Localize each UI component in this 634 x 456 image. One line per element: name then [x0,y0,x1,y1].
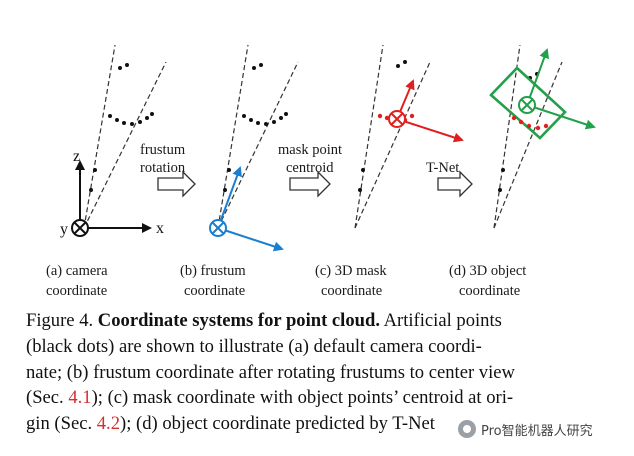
y-axis-icon [71,219,89,237]
transition-2: mask point centroid [278,142,342,198]
figure-number: Figure 4. [26,310,94,331]
panel-d-diagram [489,44,596,229]
origin-icon [388,110,406,128]
transition-1-label-line2: rotation [140,160,186,176]
watermark: Pro智能机器人研究 [458,417,628,441]
frustum-edge-right [83,61,167,229]
panel-a-label-line2: coordinate [46,283,107,299]
panel-b-diagram [209,44,299,252]
blue-x-axis [217,227,284,252]
point-cloud-a [89,63,154,192]
object-points-d [511,115,549,131]
section-ref-link[interactable]: 4.1 [68,387,92,409]
caption-title: Coordinate systems for point cloud. [97,310,380,331]
transition-2-label-line1: mask point [278,142,342,158]
panel-labels: (a) camera coordinate (b) frustum coordi… [46,263,526,299]
frustum-edge-right [354,61,431,229]
caption-line-1: Figure 4. Coordinate systems for point c… [26,310,502,331]
figure-caption: Figure 4. Coordinate systems for point c… [26,308,614,437]
panel-d-label-line2: coordinate [459,283,520,299]
x-axis-label: x [156,220,164,237]
wechat-logo-icon [458,420,476,438]
panel-d-label-line1: (d) 3D object [449,263,526,279]
frustum-edge-left [493,44,521,229]
caption-line-2: (black dots) are shown to illustrate (a)… [26,335,482,357]
point-cloud-b [223,63,288,192]
hollow-arrow-icon [437,170,473,198]
panel-a-diagram: z y x [60,44,167,238]
transition-3-label-line1: T-Net [426,160,459,176]
transition-2-label-line2: centroid [286,160,334,176]
figure-canvas: z y x frustum rotation mask point centro… [46,44,596,299]
panel-a-label-line1: (a) camera [46,263,108,279]
frustum-edge-right [217,61,299,229]
bounding-box [489,66,567,140]
frustum-edge-left [83,44,116,229]
section-ref-link[interactable]: 4.2 [96,413,120,435]
watermark-text: Pro智能机器人研究 [481,423,593,439]
panel-b-label-line1: (b) frustum [180,263,246,279]
hollow-arrow-icon [289,170,331,198]
point-cloud-c [358,60,407,192]
hollow-arrow-icon [157,170,196,198]
caption-line-5: gin (Sec. 4.2); (d) object coordinate pr… [26,413,435,435]
transition-1: frustum rotation [140,142,196,198]
green-z-axis [526,48,549,106]
green-x-axis [526,104,596,130]
frustum-edge-left [217,44,249,229]
caption-line-3: nate; (b) frustum coordinate after rotat… [26,361,515,383]
frustum-edge-right [493,61,563,229]
panel-b-label-line2: coordinate [184,283,245,299]
red-x-axis [396,118,464,143]
origin-icon [209,219,227,237]
panel-c-diagram [354,44,464,229]
transition-3: T-Net [426,160,473,198]
frustum-edge-left [354,44,384,229]
transition-1-label-line1: frustum [140,142,186,158]
panel-c-label-line2: coordinate [321,283,382,299]
panel-c-label-line1: (c) 3D mask [315,263,387,279]
y-axis-label: y [60,221,68,238]
blue-z-axis [217,166,242,229]
figure: z y x frustum rotation mask point centro… [46,44,596,299]
origin-icon [518,96,536,114]
z-axis-label: z [73,148,80,165]
caption-line-4: (Sec. 4.1); (c) mask coordinate with obj… [26,387,514,409]
